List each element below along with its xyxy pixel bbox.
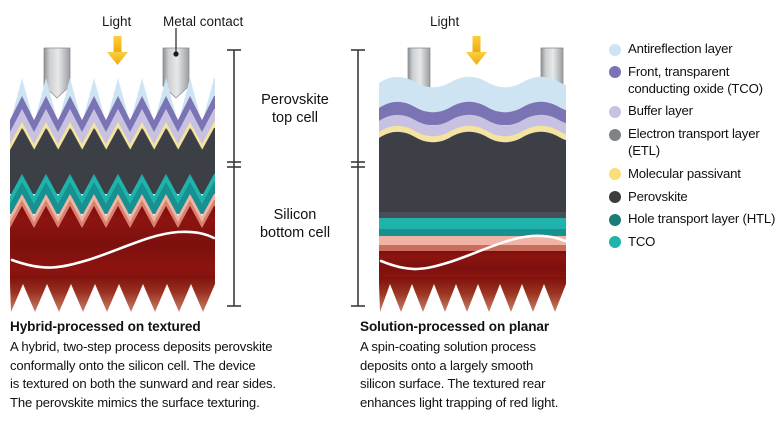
bracket-label-line2: bottom cell [259, 224, 331, 241]
legend-swatch-icon [609, 213, 621, 226]
silicon-internal-line [10, 230, 215, 269]
legend-item: Hole transport layer (HTL) [609, 210, 779, 227]
caption-title: Solution-processed on planar [360, 319, 550, 334]
caption-title: Hybrid-processed on textured [10, 319, 201, 334]
legend-label: Perovskite [628, 188, 688, 204]
light-label-left: Light [102, 14, 132, 29]
caption-line: silicon surface. The textured rear [360, 376, 546, 392]
layer-silicon-rear-texture [10, 276, 215, 312]
light-label-right: Light [430, 14, 460, 29]
caption-line: is textured on both the sunward and rear… [10, 376, 276, 392]
layer-molecular-passivant [10, 122, 215, 151]
silicon-internal-line [379, 234, 566, 271]
legend-label: Molecular passivant [628, 165, 741, 181]
legend-label: Front, transparent conducting oxide (TCO… [628, 63, 763, 96]
caption-hybrid-processed-textured: Hybrid-processed on textured A hybrid, t… [10, 318, 340, 413]
layer-rear-interface-2 [379, 245, 566, 251]
legend-label: Buffer layer [628, 103, 693, 119]
caption-line: conformally onto the silicon cell. The d… [10, 357, 256, 373]
bracket-label-line2: top cell [272, 109, 318, 126]
legend-item: Antireflection layer [609, 40, 779, 57]
legend-label: TCO [628, 233, 656, 249]
metal-contact-left-2 [162, 47, 190, 99]
caption-solution-processed-planar: Solution-processed on planar A spin-coat… [360, 318, 610, 413]
layer-molecular-passivant [379, 125, 566, 143]
legend: Antireflection layer Front, transparent … [609, 40, 779, 256]
legend-swatch-icon [609, 128, 621, 141]
caption-body: A hybrid, two-step process deposits pero… [10, 338, 340, 413]
legend-item: Front, transparent conducting oxide (TCO… [609, 63, 779, 97]
layer-perovskite [10, 128, 215, 194]
layer-antireflection [379, 76, 566, 112]
layer-tco-rear [379, 229, 566, 236]
legend-label: Hole transport layer (HTL) [628, 211, 776, 227]
device-diagram-planar [379, 36, 566, 312]
caption-body: A spin-coating solution process deposits… [360, 338, 610, 413]
layer-perovskite [379, 131, 566, 214]
layer-silicon-bulk [10, 206, 215, 283]
light-arrow-icon [466, 36, 487, 65]
device-diagram-textured [10, 28, 215, 312]
legend-swatch-icon [609, 191, 621, 204]
legend-item: Electron transport layer (ETL) [609, 125, 779, 159]
legend-label: Electron transport layer (ETL) [628, 126, 760, 159]
bracket-right-panel [351, 49, 365, 307]
bracket-label-silicon-bottom-cell: Silicon bottom cell [247, 207, 343, 242]
caption-line: A spin-coating solution process [360, 338, 536, 354]
metal-contact-label: Metal contact [163, 14, 244, 29]
light-arrow-icon [107, 36, 128, 65]
caption-line: deposits onto a largely smooth [360, 357, 534, 373]
caption-line: enhances light trapping of red light. [360, 395, 559, 411]
legend-item: Buffer layer [609, 102, 779, 119]
legend-swatch-icon [609, 66, 621, 79]
bracket-label-line1: Perovskite [261, 92, 329, 108]
panel-hybrid-processed-textured [0, 28, 250, 318]
legend-swatch-icon [609, 105, 621, 118]
legend-label: Antireflection layer [628, 41, 733, 56]
legend-item: TCO [609, 233, 779, 250]
bracket-label-line1: Silicon [273, 207, 317, 223]
legend-swatch-icon [609, 43, 621, 56]
caption-line: The perovskite mimics the surface textur… [10, 395, 260, 411]
legend-item: Perovskite [609, 188, 779, 205]
layer-htl [379, 218, 566, 229]
bracket-label-perovskite-top-cell: Perovskite top cell [247, 92, 343, 127]
layer-rear-interface [379, 236, 566, 245]
caption-line: A hybrid, two-step process deposits pero… [10, 338, 273, 354]
legend-swatch-icon [609, 236, 621, 249]
metal-contact-leader-dot [173, 51, 179, 57]
legend-item: Molecular passivant [609, 165, 779, 182]
layer-front-tco [379, 101, 566, 125]
bracket-left-panel [227, 49, 241, 307]
metal-contact-left-1 [43, 47, 71, 99]
layer-etl [379, 212, 566, 218]
panel-solution-processed-planar [360, 28, 605, 318]
layer-silicon-rear-texture [379, 277, 566, 312]
legend-swatch-icon [609, 168, 621, 181]
